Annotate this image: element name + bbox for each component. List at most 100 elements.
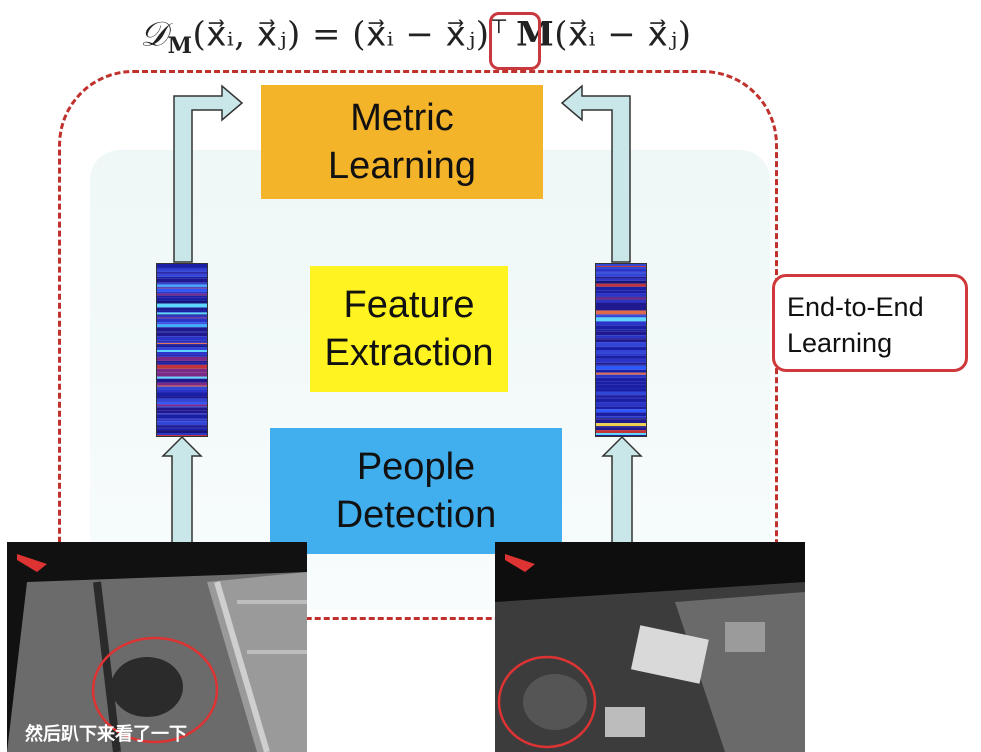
feature-stripe — [596, 433, 646, 436]
feature-stripe — [596, 339, 646, 343]
feature-stripe — [596, 325, 646, 330]
feature-stripe — [157, 297, 207, 301]
feature-stripe — [157, 372, 207, 377]
feature-stripe — [157, 327, 207, 332]
feature-stripe — [596, 355, 646, 359]
feature-stripe — [157, 343, 207, 345]
feature-stripe — [596, 419, 646, 424]
left-image-caption: 然后趴下来看了一下 — [25, 724, 187, 745]
feature-stripe — [157, 269, 207, 272]
feature-stripe — [157, 293, 207, 296]
feature-stripe — [157, 401, 207, 403]
feature-stripe — [157, 421, 207, 426]
feature-stripe — [157, 404, 207, 407]
feature-stripe — [596, 435, 646, 436]
feature-stripe — [157, 414, 207, 419]
feature-stripe — [157, 351, 207, 355]
feature-stripe — [157, 267, 207, 270]
feature-stripe — [596, 321, 646, 326]
feature-stripe — [157, 322, 207, 324]
feature-stripe — [157, 276, 207, 279]
feature-stripe — [157, 435, 207, 436]
feature-stripe — [157, 286, 207, 288]
feature-stripe — [596, 280, 646, 284]
feature-stripe — [157, 303, 207, 308]
feature-stripe — [596, 296, 646, 298]
feature-stripe — [157, 382, 207, 386]
feature-stripe — [157, 355, 207, 357]
feature-stripe — [157, 282, 207, 285]
feature-stripe — [157, 345, 207, 348]
feature-stripe — [157, 350, 207, 352]
left-upper-arrow — [173, 84, 244, 263]
feature-stripe — [596, 335, 646, 339]
feature-stripe — [157, 332, 207, 337]
feature-stripe — [157, 389, 207, 393]
feature-stripe — [596, 372, 646, 375]
feature-stripe — [596, 395, 646, 398]
feature-stripe — [596, 265, 646, 267]
feature-stripe — [157, 410, 207, 414]
left-surveillance-image: 然后趴下来看了一下 — [7, 542, 307, 752]
feature-stripe — [157, 430, 207, 434]
feature-stripe — [157, 307, 207, 311]
feature-stripe — [157, 344, 207, 346]
feature-stripe — [157, 368, 207, 373]
feature-stripe — [596, 264, 646, 266]
feature-stripe — [596, 418, 646, 420]
feature-stripe — [596, 299, 646, 301]
feature-extraction-block: Feature Extraction — [310, 266, 508, 392]
feature-stripe — [596, 329, 646, 332]
feature-stripe — [596, 416, 646, 419]
feature-stripe — [157, 407, 207, 411]
matrix-highlight — [489, 12, 541, 70]
feature-stripe — [596, 331, 646, 336]
people-detection-block: People Detection — [270, 428, 562, 554]
feature-stripe — [596, 302, 646, 307]
feature-stripe — [596, 423, 646, 427]
feature-stripe — [596, 300, 646, 303]
feature-stripe — [596, 412, 646, 417]
right-upper-arrow — [560, 84, 631, 263]
feature-stripe — [157, 278, 207, 283]
left-scene-graphic — [7, 542, 307, 752]
feature-stripe — [596, 381, 646, 385]
feature-stripe — [157, 288, 207, 292]
feature-stripe — [596, 317, 646, 322]
feature-stripe — [157, 341, 207, 343]
feature-stripe — [157, 287, 207, 289]
feature-stripe — [596, 347, 646, 350]
feature-stripe — [596, 362, 646, 365]
feature-stripe — [157, 362, 207, 365]
feature-stripe — [157, 418, 207, 420]
feature-stripe — [157, 271, 207, 273]
feature-stripe — [596, 369, 646, 373]
feature-stripe — [157, 356, 207, 361]
feature-stripe — [157, 396, 207, 399]
feature-stripe — [157, 376, 207, 379]
feature-stripe — [157, 386, 207, 390]
feature-stripe — [157, 336, 207, 341]
feature-stripe — [157, 342, 207, 344]
feature-stripe — [157, 284, 207, 287]
feature-stripe — [596, 278, 646, 281]
feature-stripe — [157, 419, 207, 422]
feature-stripe — [157, 324, 207, 328]
feature-stripe — [157, 340, 207, 342]
feature-stripe — [157, 317, 207, 319]
feature-stripe — [157, 360, 207, 363]
feature-stripe — [157, 392, 207, 397]
feature-stripe — [157, 428, 207, 431]
feature-stripe — [596, 430, 646, 434]
feature-stripe — [596, 409, 646, 413]
feature-stripe — [596, 290, 646, 294]
feature-stripe — [157, 433, 207, 436]
feature-stripe — [157, 354, 207, 356]
feature-stripe — [596, 353, 646, 356]
feature-stripe — [596, 398, 646, 403]
feature-stripe — [596, 377, 646, 382]
feature-stripe — [596, 268, 646, 272]
metric-learning-block: Metric Learning — [261, 85, 543, 199]
right-scene-graphic — [495, 542, 805, 752]
feature-stripe — [157, 274, 207, 277]
